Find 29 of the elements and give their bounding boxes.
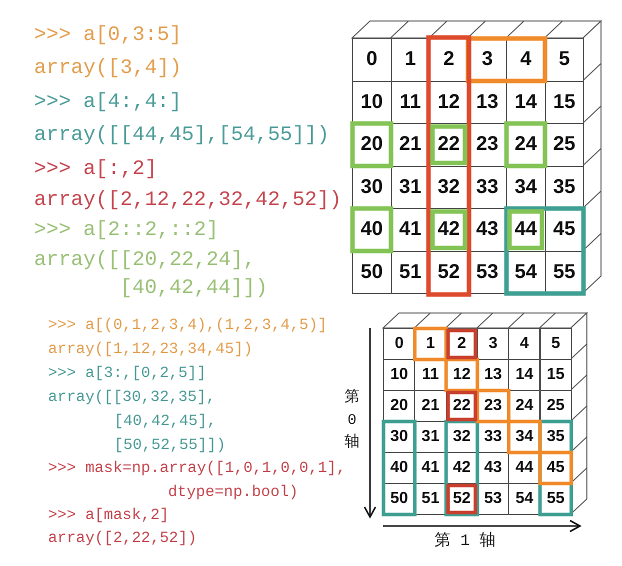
code-line: dtype=np.bool) — [168, 482, 298, 502]
code-line: array([2,22,52]) — [48, 528, 197, 548]
code-line: array([2,12,22,32,42,52]) — [34, 188, 342, 212]
code-line: array([[44,45],[54,55]]) — [34, 122, 330, 148]
array-cell: 5 — [544, 38, 584, 82]
code-line: >>> a[mask,2] — [48, 506, 169, 524]
code-line: array([[20,22,24], — [34, 248, 256, 272]
code-line: [50,52,55]]) — [114, 436, 226, 454]
array-cell: 0 — [383, 328, 416, 360]
code-line: [40,42,44]]) — [120, 276, 268, 300]
code-line: [40,42,45], — [114, 412, 216, 430]
array-cell: 25 — [540, 390, 572, 422]
code-line: >>> mask=np.array([1,0,1,0,0,1], — [48, 458, 346, 478]
code-line: >>> a[0,3:5] — [34, 22, 182, 48]
array-cell: 15 — [540, 359, 572, 391]
axis-label: 第 0 轴 — [344, 388, 360, 453]
code-line: >>> a[4:,4:] — [34, 90, 182, 114]
array-cell: 50 — [352, 250, 392, 294]
code-line: >>> a[:,2] — [34, 156, 158, 182]
code-line: array([1,12,23,34,45]) — [48, 340, 253, 358]
code-line: >>> a[(0,1,2,3,4),(1,2,3,4,5)] — [48, 316, 328, 334]
code-line: >>> a[3:,[0,2,5]] — [48, 364, 206, 382]
code-line: array([3,4]) — [34, 56, 182, 80]
array-cell: 4 — [508, 328, 540, 360]
code-line: >>> a[2::2,::2] — [34, 218, 219, 242]
axis-label: 第 1 轴 — [434, 531, 496, 551]
array-cell: 0 — [352, 38, 392, 82]
code-line: array([[30,32,35], — [48, 388, 216, 406]
array-cell: 5 — [540, 328, 572, 360]
